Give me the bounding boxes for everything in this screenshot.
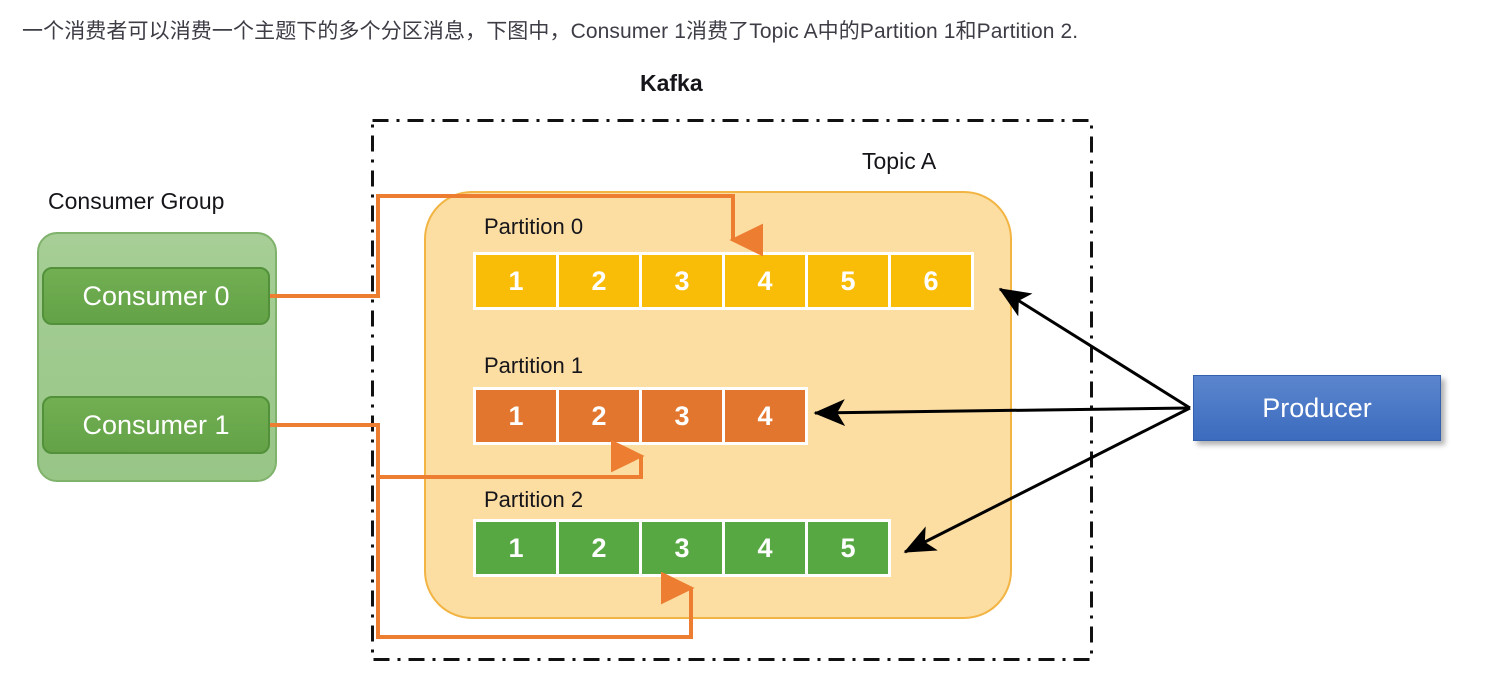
message-cell: 3 (642, 390, 722, 442)
partition-0-strip: 1 2 3 4 5 6 (473, 252, 974, 310)
partition-2-label: Partition 2 (484, 487, 584, 512)
partition-1-strip: 1 2 3 4 (473, 387, 808, 445)
partition-2-strip: 1 2 3 4 5 (473, 519, 891, 577)
message-cell: 1 (476, 390, 556, 442)
message-cell: 6 (891, 255, 971, 307)
message-cell: 2 (559, 255, 639, 307)
message-cell: 3 (642, 255, 722, 307)
consumer-1[interactable]: Consumer 1 (42, 396, 270, 454)
message-cell: 3 (642, 522, 722, 574)
kafka-title: Kafka (640, 70, 703, 96)
message-cell: 1 (476, 255, 556, 307)
topic-a-label: Topic A (862, 148, 937, 174)
message-cell: 2 (559, 522, 639, 574)
message-cell: 4 (725, 390, 805, 442)
message-cell: 1 (476, 522, 556, 574)
message-cell: 4 (725, 522, 805, 574)
consumer-group-label: Consumer Group (48, 188, 225, 214)
page-caption: 一个消费者可以消费一个主题下的多个分区消息，下图中，Consumer 1消费了T… (22, 20, 1079, 43)
consumer-0[interactable]: Consumer 0 (42, 267, 270, 325)
producer[interactable]: Producer (1193, 375, 1441, 441)
partition-0-label: Partition 0 (484, 214, 584, 239)
partition-1-label: Partition 1 (484, 353, 584, 378)
message-cell: 2 (559, 390, 639, 442)
message-cell: 5 (808, 522, 888, 574)
message-cell: 4 (725, 255, 805, 307)
message-cell: 5 (808, 255, 888, 307)
